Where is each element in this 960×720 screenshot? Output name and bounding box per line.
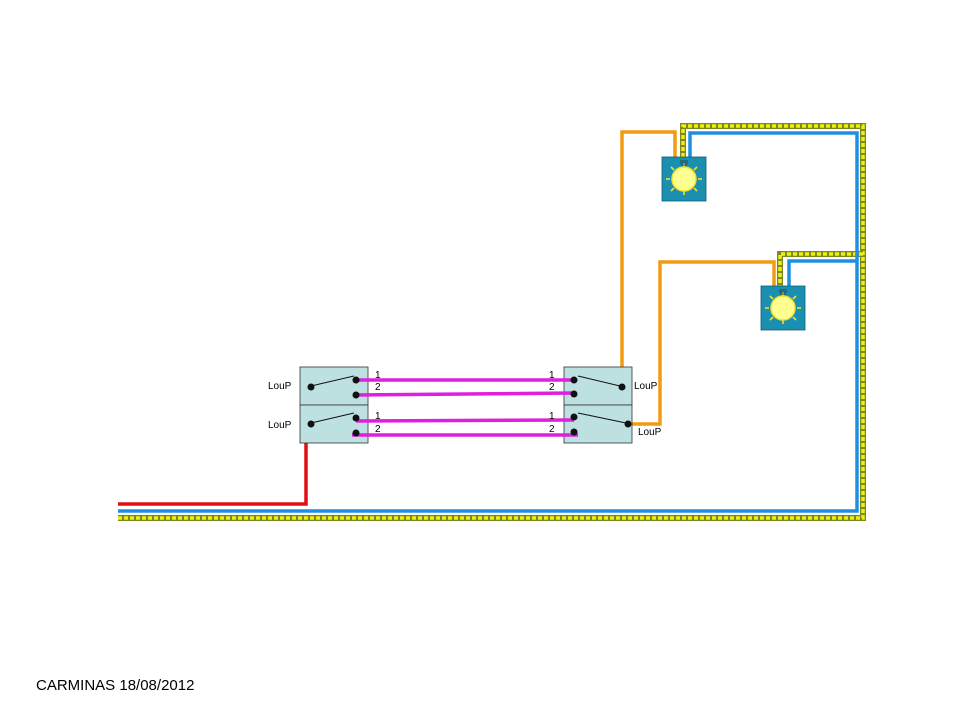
terminal-number: 2 — [549, 424, 555, 435]
terminal-number: 1 — [375, 411, 381, 422]
neutral-wire — [118, 131, 859, 513]
switch-label: LouP — [268, 381, 292, 392]
author-name: CARMINAS — [36, 677, 116, 694]
terminal-number: 1 — [549, 370, 555, 381]
earth-wire — [118, 123, 866, 521]
return-wires — [620, 130, 776, 426]
lamp-icon — [661, 156, 707, 202]
right-switch-box — [563, 366, 633, 444]
terminal-number: 1 — [375, 370, 381, 381]
traveller-wires — [352, 378, 578, 437]
switch-bottom-right — [563, 404, 633, 444]
phase-wire — [118, 387, 308, 506]
lamp-icon — [760, 285, 806, 331]
author-date: 18/08/2012 — [119, 677, 195, 694]
terminal-number: 2 — [375, 424, 381, 435]
author-footer: CARMINAS 18/08/2012 — [36, 677, 194, 694]
switch-label: LouP — [638, 427, 662, 438]
switch-label: LouP — [634, 381, 658, 392]
switch-icon — [307, 375, 360, 437]
switch-label: LouP — [268, 420, 292, 431]
terminal-number: 2 — [549, 382, 555, 393]
switch-icon — [570, 375, 632, 436]
terminal-number: 2 — [375, 382, 381, 393]
terminal-number: 1 — [549, 411, 555, 422]
